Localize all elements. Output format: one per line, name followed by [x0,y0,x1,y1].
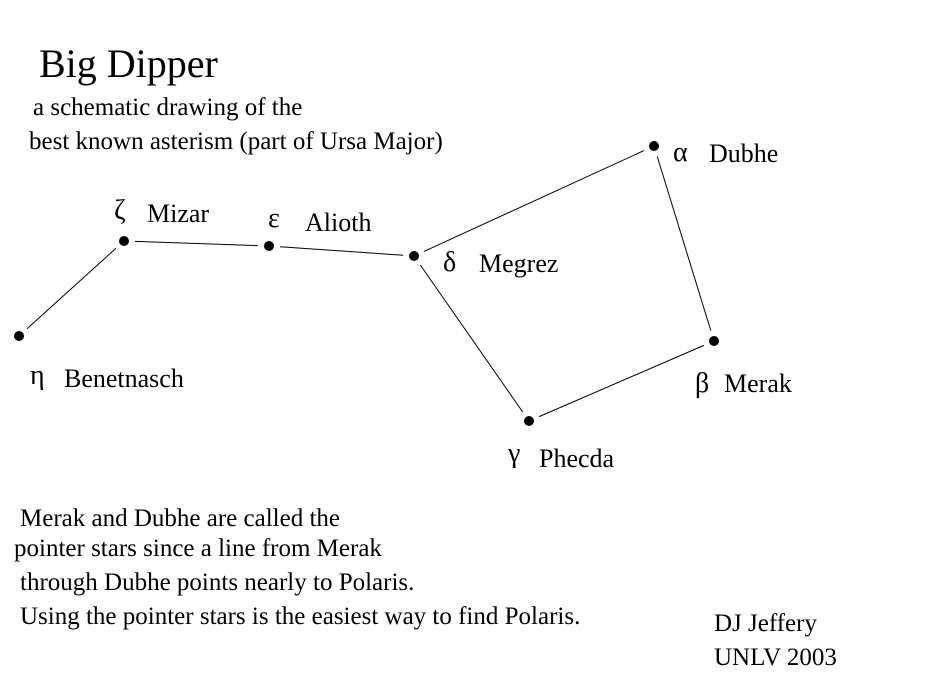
star-greek-epsilon: ε [268,203,280,234]
connection-zeta-epsilon [134,240,259,247]
star-name-mizar: Mizar [147,199,210,228]
star-dot-eta [14,331,24,341]
star-greek-beta: β [695,368,710,399]
star-dots [14,141,719,426]
connection-delta-alpha [423,150,645,252]
star-dot-gamma [524,416,534,426]
note-line-3: through Dubhe points nearly to Polaris. [20,569,415,596]
note-line-2: pointer stars since a line from Merak [14,535,382,562]
star-name-megrez: Megrez [479,249,559,278]
star-greek-eta: η [30,360,45,391]
star-name-merak: Merak [724,369,792,398]
star-dot-beta [709,336,719,346]
note-line-1: Merak and Dubhe are called the [20,505,340,532]
star-name-phecda: Phecda [539,444,615,473]
star-name-alioth: Alioth [305,208,372,237]
subtitle-line-1: a schematic drawing of the [33,94,303,121]
connection-gamma-delta [419,264,524,413]
connection-lines [26,150,712,418]
credit-author: DJ Jeffery [714,610,817,637]
star-name-benetnasch: Benetnasch [64,364,184,393]
star-greek-zeta: ζ [114,195,126,226]
star-dot-zeta [119,236,129,246]
star-greek-alpha: α [673,137,688,168]
subtitle-line-2: best known asterism (part of Ursa Major) [29,128,443,155]
connection-epsilon-delta [279,246,404,256]
note-line-4: Using the pointer stars is the easiest w… [20,603,581,630]
connection-alpha-beta [656,156,712,331]
star-dot-epsilon [264,241,274,251]
star-greek-gamma: γ [508,438,521,469]
connection-beta-gamma [538,344,705,418]
credit-institution-year: UNLV 2003 [714,644,837,671]
star-name-dubhe: Dubhe [709,139,779,168]
star-dot-alpha [649,141,659,151]
page-title: Big Dipper [39,41,218,86]
connection-eta-zeta [26,248,117,329]
star-greek-delta: δ [443,247,457,278]
star-dot-delta [409,251,419,261]
